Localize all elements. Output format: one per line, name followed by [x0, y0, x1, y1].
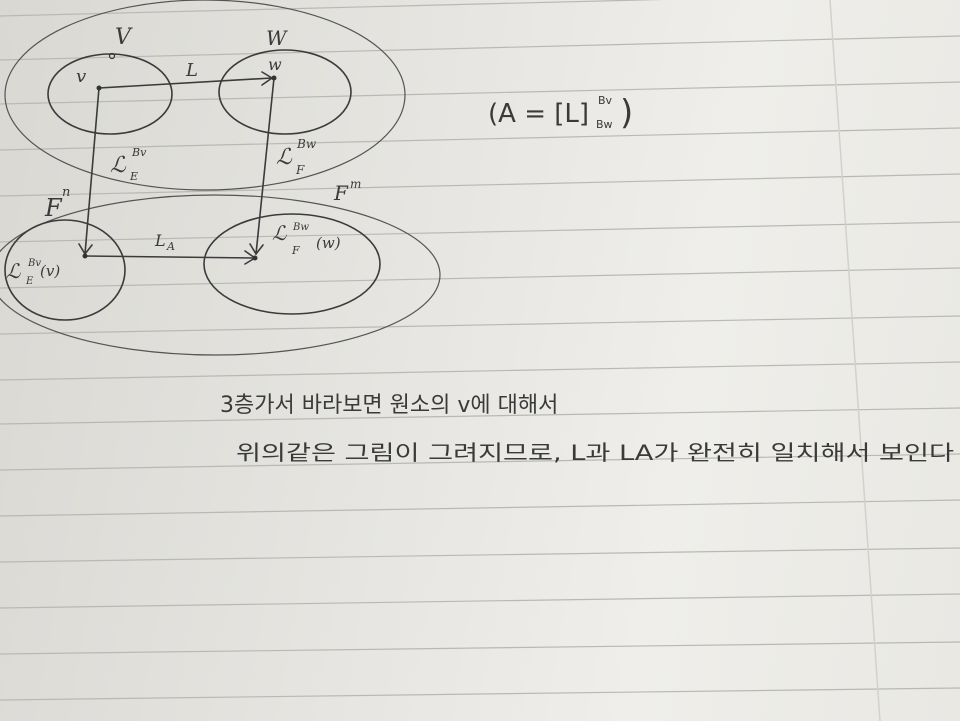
label-coord-right: ℒ — [276, 145, 293, 170]
point-coord-v — [82, 253, 88, 259]
point-coord-w — [252, 255, 258, 261]
margin-line — [829, 0, 881, 721]
point-v — [96, 85, 102, 91]
label-space-W: W — [266, 26, 288, 50]
label-img-left-sup: Bv — [27, 258, 41, 269]
arrow-LA — [84, 255, 256, 259]
point-w — [271, 75, 277, 81]
label-img-right-arg: (w) — [316, 234, 341, 252]
label-img-right-sub: F — [291, 244, 300, 257]
arrow-coord-right-head — [249, 243, 264, 256]
formula: (A = [L] Bv Bw ) — [488, 93, 633, 133]
label-img-right: ℒ — [272, 221, 287, 245]
space-Fm-ellipse — [203, 213, 381, 315]
label-LA: L — [154, 231, 166, 250]
label-Fn-exp: n — [62, 185, 70, 200]
arrow-L — [98, 77, 273, 89]
label-img-right-sup: Bw — [292, 222, 309, 233]
arrow-coord-left — [84, 87, 100, 255]
formula-main: (A = [L] — [488, 99, 589, 129]
space-W-ellipse — [218, 49, 352, 135]
note-line-1: 3층가서 바라보면 원소의 v에 대해서 — [220, 393, 558, 418]
label-img-left-arg: (v) — [40, 262, 60, 280]
label-coord-left-sup: Bv — [131, 146, 147, 159]
label-map-L: L — [185, 60, 198, 81]
space-V-ellipse — [47, 53, 173, 135]
label-img-left: ℒ — [6, 259, 21, 283]
arrow-coord-right — [255, 77, 275, 255]
label-coord-left: ℒ — [110, 153, 127, 178]
label-Fm-exp: m — [350, 177, 361, 191]
formula-sup: Bv — [598, 94, 613, 107]
label-Fn: F — [44, 194, 63, 222]
space-Fn-ellipse — [4, 219, 126, 321]
outer-ellipse-top — [4, 0, 406, 191]
formula-close: ) — [620, 93, 633, 133]
label-coord-right-sub: F — [295, 163, 305, 177]
formula-sub: Bw — [596, 118, 613, 131]
label-LA-sub: A — [166, 240, 175, 253]
label-vec-v: v — [76, 66, 86, 87]
label-vec-w: w — [268, 55, 282, 74]
outer-ellipse-bottom — [0, 194, 441, 356]
label-space-V: V — [115, 25, 133, 50]
note-line-2: 위의같은 그림이 그려지므로, L과 LA가 완전히 일치해서 보인다 — [236, 441, 954, 465]
label-coord-left-sub: E — [129, 170, 138, 183]
label-coord-right-sup: Bw — [296, 137, 317, 151]
ruled-lines — [0, 0, 960, 701]
diagram: V W v w L F n F m L A ℒ Bv E ℒ Bw F ℒ Bv… — [0, 0, 441, 356]
label-img-left-sub: E — [25, 276, 34, 287]
handwritten-note: 3층가서 바라보면 원소의 v에 대해서 위의같은 그림이 그려지므로, L과 … — [220, 393, 954, 465]
label-Fm: F — [333, 181, 349, 205]
point-V-top — [108, 52, 116, 60]
